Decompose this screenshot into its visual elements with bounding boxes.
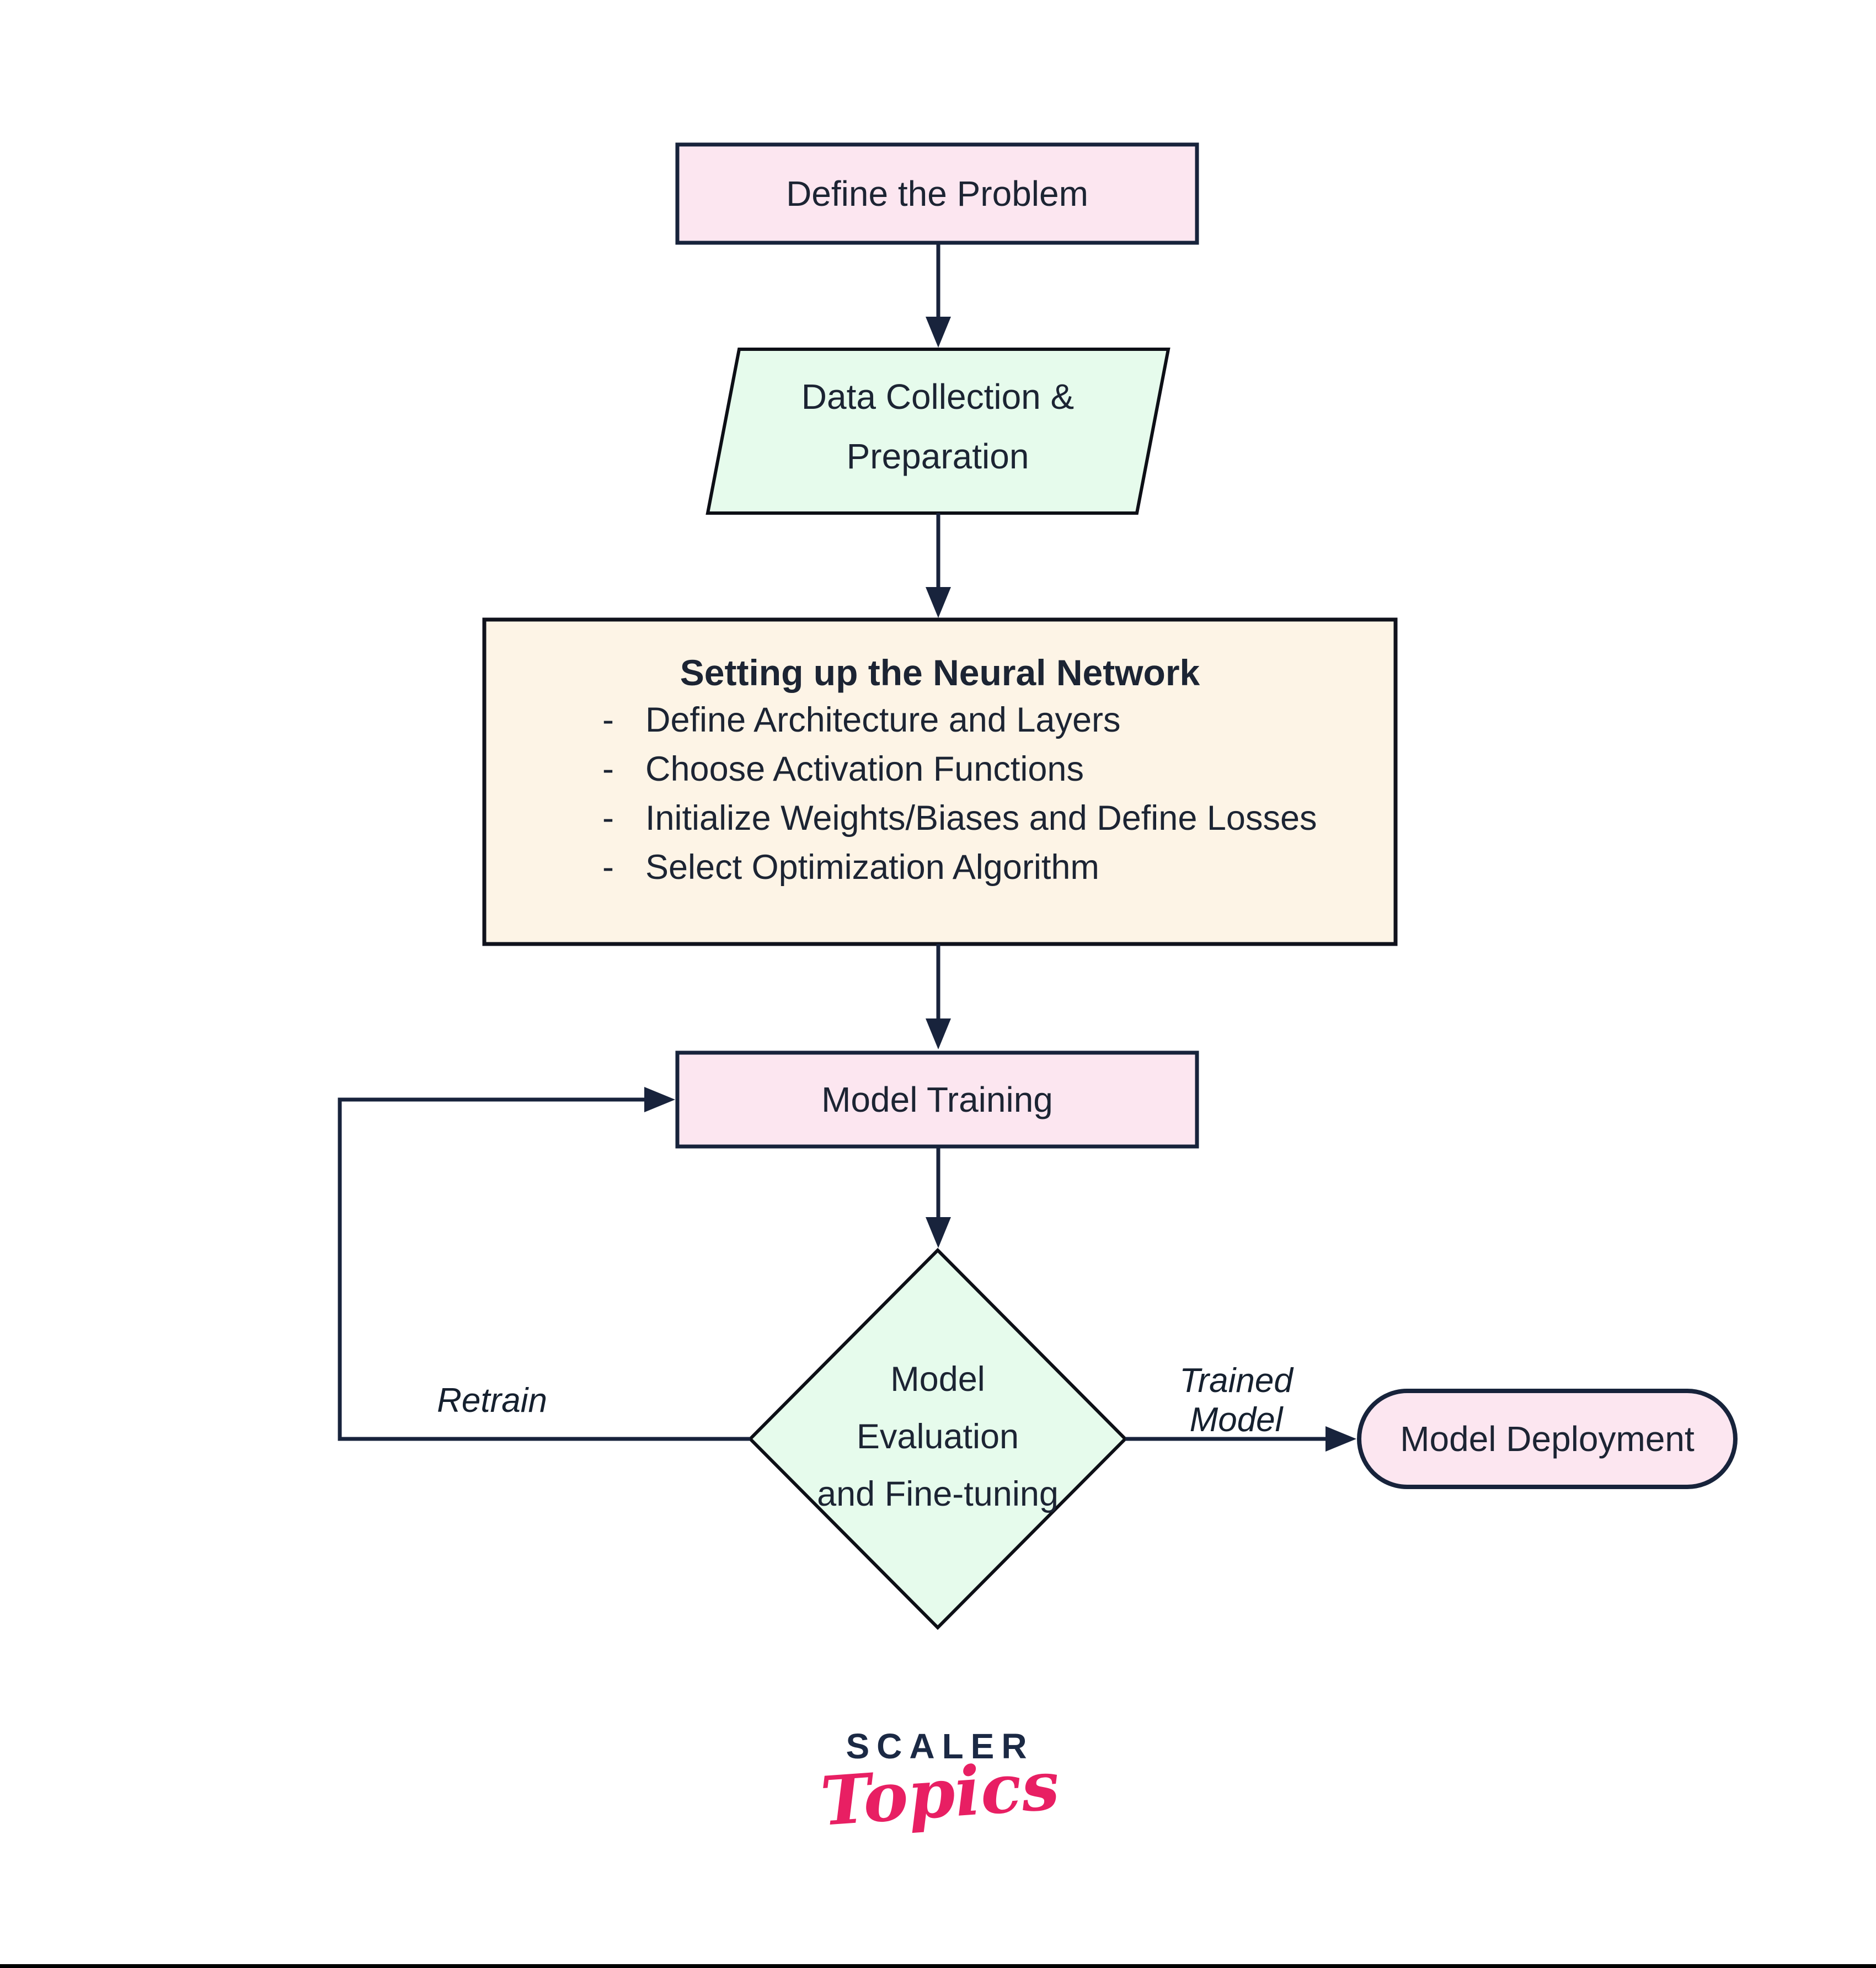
define-problem-box: [675, 142, 1199, 245]
arrowhead-right-retrain: [644, 1087, 675, 1112]
evaluation-line2: Evaluation: [856, 1417, 1019, 1456]
bullet-dash: -: [602, 848, 614, 887]
bullet-text: Select Optimization Algorithm: [645, 848, 1099, 887]
model-training-label: Model Training: [821, 1080, 1053, 1119]
evaluation-line3: and Fine-tuning: [817, 1474, 1059, 1513]
screenshot-bottom-border: [0, 1964, 1876, 1968]
data-collection-line2: Preparation: [846, 436, 1029, 476]
trained-model-edge-label: Trained Model: [1179, 1362, 1293, 1439]
arrowhead-down-2: [926, 587, 951, 618]
model-deployment-pill: [1357, 1389, 1738, 1489]
define-problem-label: Define the Problem: [786, 174, 1088, 214]
edge-retrain-loop: [338, 1097, 750, 1441]
setup-bullet-item: - Select Optimization Algorithm: [602, 848, 1317, 887]
arrowhead-right-deployment: [1326, 1426, 1356, 1452]
setup-bullet-item: - Choose Activation Functions: [602, 750, 1317, 788]
setup-bullet-list: - Define Architecture and Layers - Choos…: [602, 701, 1317, 887]
arrowhead-down-1: [926, 317, 951, 348]
arrowheads: [644, 317, 1356, 1452]
evaluation-diamond: [747, 1247, 1128, 1630]
evaluation-label: Model Evaluation and Fine-tuning: [772, 1351, 1103, 1523]
model-training-box: [675, 1050, 1199, 1149]
setup-network-title: Setting up the Neural Network: [680, 652, 1200, 693]
connector-lines: [338, 243, 1326, 1441]
arrowhead-down-4: [926, 1217, 951, 1248]
model-deployment-label: Model Deployment: [1400, 1419, 1695, 1459]
data-collection-label: Data Collection & Preparation: [712, 367, 1164, 486]
bullet-text: Initialize Weights/Biases and Define Los…: [645, 799, 1317, 838]
setup-bullet-item: - Define Architecture and Layers: [602, 701, 1317, 739]
setup-bullet-item: - Initialize Weights/Biases and Define L…: [602, 799, 1317, 838]
bullet-text: Choose Activation Functions: [645, 750, 1084, 788]
scaler-logo-wordmark: SCALER: [846, 1726, 1034, 1766]
data-collection-line1: Data Collection &: [801, 377, 1075, 417]
evaluation-line1: Model: [890, 1359, 985, 1399]
bullet-dash: -: [602, 701, 614, 739]
data-collection-parallelogram: [705, 348, 1171, 515]
retrain-edge-label: Retrain: [437, 1381, 547, 1420]
bullet-dash: -: [602, 799, 614, 838]
arrowhead-down-3: [926, 1018, 951, 1049]
bullet-text: Define Architecture and Layers: [645, 701, 1121, 739]
bullet-dash: -: [602, 750, 614, 788]
